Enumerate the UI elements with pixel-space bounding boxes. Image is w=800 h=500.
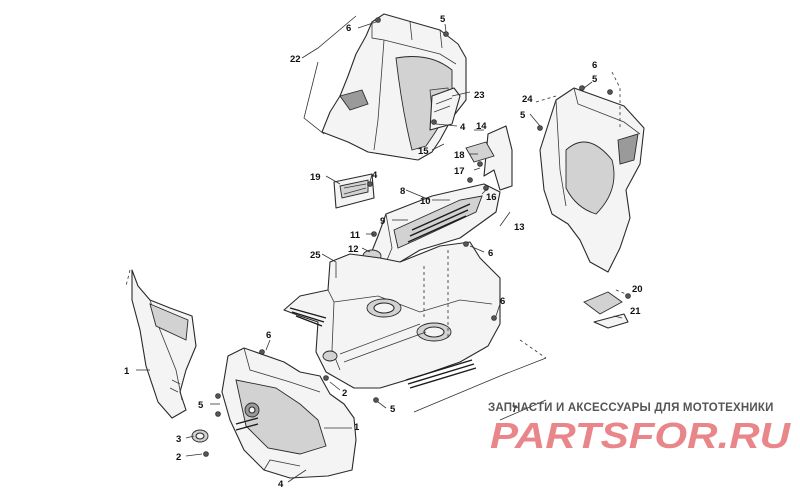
- callout-12: 12: [348, 244, 359, 255]
- part-25-floor-pan: [283, 241, 501, 389]
- watermark-tagline: ЗАПЧАСТИ И АКСЕССУАРЫ ДЛЯ МОТОТЕХНИКИ: [488, 402, 774, 414]
- part-3-grommet: [191, 429, 209, 443]
- callout-1: 1: [354, 422, 360, 433]
- callout-3: 3: [176, 434, 181, 445]
- callout-1: 1: [124, 366, 130, 377]
- callout-15: 15: [418, 146, 429, 157]
- callout-7: 7: [512, 404, 517, 415]
- callout-5: 5: [390, 404, 396, 415]
- callout-6: 6: [266, 330, 271, 341]
- leader-lines: [125, 15, 627, 483]
- callout-5: 5: [198, 400, 204, 411]
- callout-24: 24: [522, 94, 533, 105]
- part-24-right-panel: [539, 87, 645, 273]
- watermark-logo-text: PARTSFOR.RU: [490, 415, 791, 454]
- callout-25: 25: [310, 250, 321, 261]
- part-19-bracket: [333, 173, 375, 209]
- callout-6: 6: [592, 60, 597, 71]
- callout-2: 2: [176, 452, 181, 463]
- part-20-plate: [583, 291, 623, 315]
- callout-4: 4: [372, 170, 378, 181]
- callout-6: 6: [500, 296, 505, 307]
- callout-13: 13: [514, 222, 525, 233]
- part-23-small-panel: [429, 87, 461, 131]
- callout-4: 4: [278, 479, 284, 490]
- callout-14: 14: [476, 121, 487, 132]
- watermark-logo: PARTSFOR.RU: [490, 415, 791, 454]
- part-1-lower-fender-panel: [221, 347, 357, 479]
- callout-19: 19: [310, 172, 321, 183]
- callout-5: 5: [440, 14, 446, 25]
- callout-5: 5: [520, 110, 526, 121]
- callout-21: 21: [630, 306, 641, 317]
- callout-11: 11: [350, 230, 361, 241]
- callout-6: 6: [346, 23, 351, 34]
- callout-22: 22: [290, 54, 301, 65]
- callout-2: 2: [342, 388, 347, 399]
- callout-10: 10: [420, 196, 431, 207]
- part-14-bracket: [465, 125, 513, 191]
- callout-4: 4: [460, 122, 466, 133]
- callout-18: 18: [454, 150, 465, 161]
- callout-23: 23: [474, 90, 485, 101]
- part-1-left-side-panel: [131, 269, 197, 419]
- callout-9: 9: [380, 216, 385, 227]
- callout-8: 8: [400, 186, 405, 197]
- callout-5: 5: [592, 74, 598, 85]
- callout-20: 20: [632, 284, 643, 295]
- callout-labels: 22 6 5 23 4 15 14 18 17 16 24 6 5 5 19 4…: [124, 14, 643, 490]
- callout-17: 17: [454, 166, 465, 177]
- callout-16: 16: [486, 192, 497, 203]
- callout-6: 6: [488, 248, 493, 259]
- part-21-clip: [593, 313, 629, 329]
